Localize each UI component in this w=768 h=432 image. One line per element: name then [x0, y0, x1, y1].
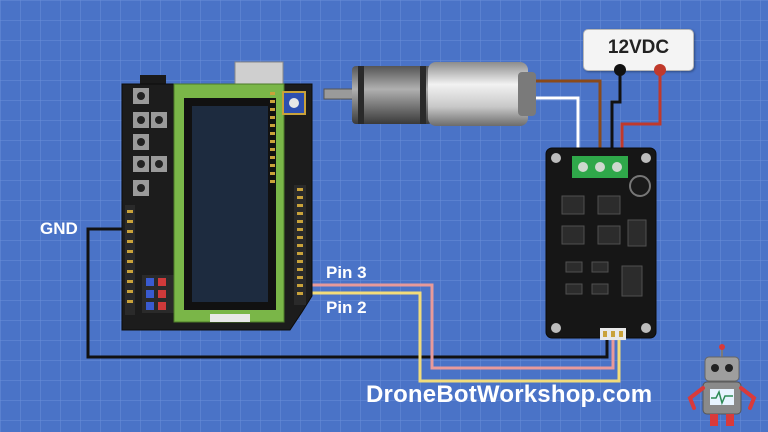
- capacitor: [629, 175, 651, 197]
- arduino-lcd-shield: [121, 61, 313, 331]
- wire-power-positive: [620, 70, 662, 160]
- jumper-block: [142, 275, 174, 313]
- wire-pin3: [304, 283, 615, 370]
- dc-gear-motor: [323, 62, 536, 126]
- wire-power-negative: [610, 70, 622, 160]
- power-supply-box: 12VDC: [583, 29, 694, 71]
- motor-shaft: [323, 88, 355, 100]
- shield-buttons: [133, 88, 167, 196]
- motor-driver-board: [545, 147, 657, 340]
- lcd-connector: [210, 314, 250, 322]
- wire-pin2: [304, 291, 621, 383]
- pin3-label: Pin 3: [326, 263, 367, 282]
- pin2-label: Pin 2: [326, 298, 367, 317]
- driver-components: [561, 195, 647, 297]
- wire-motor-brown: [536, 79, 602, 160]
- gold-pins-right: [297, 188, 303, 295]
- wire-gnd: [86, 227, 609, 359]
- motor-gearbox: [352, 66, 432, 124]
- gnd-label: GND: [40, 219, 78, 238]
- gold-pins-left: [127, 210, 133, 303]
- wire-motor-white: [536, 96, 580, 160]
- lcd-pin-header: [270, 92, 275, 183]
- robot-mascot-icon: [687, 344, 757, 426]
- motor-body: [428, 62, 528, 126]
- power-supply-label: 12VDC: [607, 37, 670, 58]
- lcd-screen: [192, 106, 268, 302]
- website-label: DroneBotWorkshop.com: [366, 381, 653, 408]
